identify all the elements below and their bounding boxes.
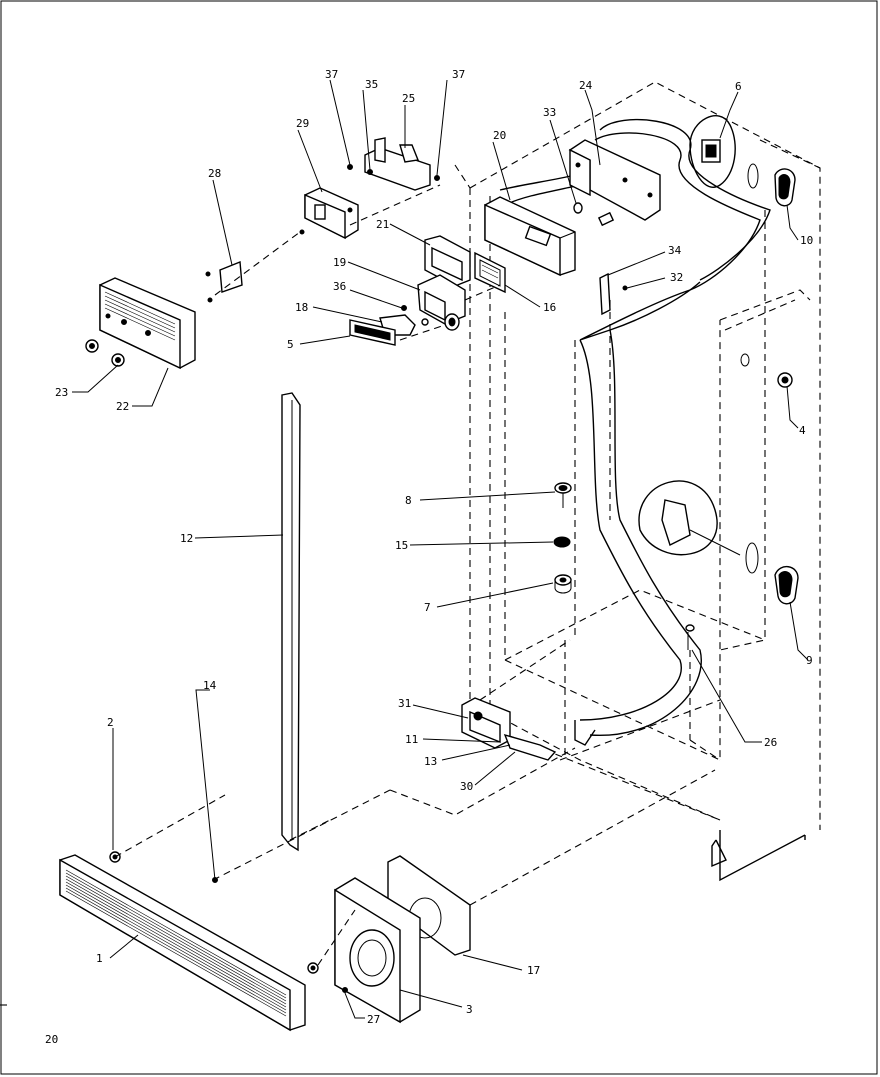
part-1-toe-grille (59, 854, 306, 1032)
cabinet-outline (454, 81, 821, 882)
part-35-screw (367, 169, 373, 175)
part-32-screw (622, 285, 628, 291)
callout-19: 19 (333, 256, 346, 269)
wire-harness (499, 118, 771, 746)
callout-28: 28 (208, 167, 221, 180)
callout-29: 29 (296, 117, 309, 130)
callout-7: 7 (424, 601, 431, 614)
part-34-bracket (599, 272, 611, 316)
callout-24: 24 (579, 79, 593, 92)
lower-leaders (114, 747, 716, 966)
part-24-bracket (568, 139, 661, 221)
part-22-control-panel (99, 277, 196, 370)
part-33-screw (573, 202, 615, 227)
part-31-11-hinge (461, 697, 557, 761)
callout-30: 30 (460, 780, 473, 793)
callout-11: 11 (405, 733, 418, 746)
page-number: 20 (45, 1033, 58, 1046)
callout-32: 32 (670, 271, 683, 284)
callout-33: 33 (543, 106, 556, 119)
part-5-knob-bezel (349, 319, 396, 346)
callout-35: 35 (365, 78, 378, 91)
callout-17: 17 (527, 964, 540, 977)
part-4-plug (740, 353, 793, 388)
part-6-light-socket (689, 115, 736, 188)
part-10-light-shield (747, 163, 796, 207)
callout-4: 4 (799, 424, 806, 437)
callout-8: 8 (405, 494, 412, 507)
callout-23: 23 (55, 386, 68, 399)
callout-21: 21 (376, 218, 389, 231)
callout-9: 9 (806, 654, 813, 667)
part-29-bracket (299, 187, 359, 240)
part-8-fitting (554, 482, 572, 508)
part-20-control-housing (484, 196, 576, 277)
callout-3: 3 (466, 1003, 473, 1016)
grille-slots (65, 869, 287, 1017)
part-9-light-shield (745, 542, 799, 605)
part-3-fan-shroud (334, 877, 421, 1024)
callout-37-right: 37 (452, 68, 465, 81)
part-19-control-body (417, 274, 466, 325)
callout-2: 2 (107, 716, 114, 729)
part-28-bracket (205, 260, 243, 303)
assembly-leaders (214, 184, 501, 341)
part-12-trim-strip (281, 392, 301, 852)
part-26-bracket (685, 624, 695, 650)
part-15-grommet (553, 536, 571, 548)
part-16-bezel (474, 251, 506, 294)
part-27-screw (342, 987, 348, 993)
callout-14: 14 (203, 679, 217, 692)
callout-34: 34 (668, 244, 682, 257)
callout-1: 1 (96, 952, 103, 965)
callout-26: 26 (764, 736, 777, 749)
callout-13: 13 (424, 755, 437, 768)
callout-labels: 1 2 3 4 5 6 7 8 9 10 11 12 13 14 15 16 1… (55, 68, 813, 1026)
part-23-knobs (85, 339, 125, 367)
part-21-housing (424, 235, 471, 287)
callout-leaders (72, 79, 809, 1019)
callout-18: 18 (295, 301, 308, 314)
callout-16: 16 (543, 301, 556, 314)
callout-31: 31 (398, 697, 411, 710)
panel-hatching (104, 291, 176, 341)
callout-36: 36 (333, 280, 346, 293)
callout-15: 15 (395, 539, 408, 552)
callout-37-left: 37 (325, 68, 338, 81)
callout-12: 12 (180, 532, 193, 545)
callout-25: 25 (402, 92, 415, 105)
callout-10: 10 (800, 234, 813, 247)
callout-20: 20 (493, 129, 506, 142)
part-25-bracket (364, 137, 431, 191)
part-37-screws (347, 164, 440, 181)
callout-6: 6 (735, 80, 742, 93)
callout-27: 27 (367, 1013, 380, 1026)
part-36-screw (401, 305, 407, 311)
callout-5: 5 (287, 338, 294, 351)
callout-22: 22 (116, 400, 129, 413)
part-7-spacer (554, 574, 572, 594)
wire-loop (638, 480, 741, 556)
